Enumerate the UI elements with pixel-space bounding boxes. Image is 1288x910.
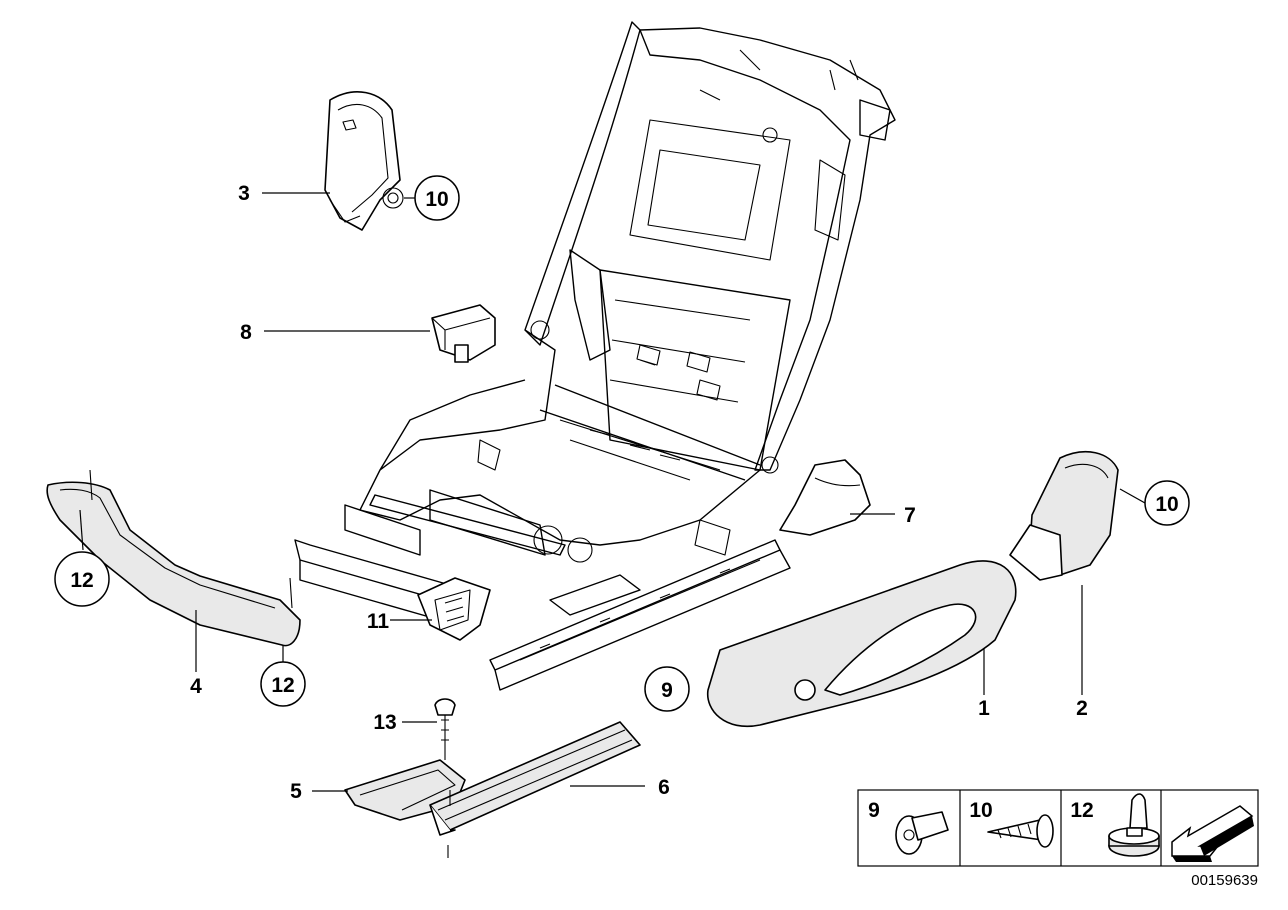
callout-4: 4 [190,675,202,698]
part-8-cover-clip [431,304,496,363]
part-13-clip [434,698,456,760]
part-6-rail-cover [429,721,641,858]
callout-12-right: 12 [271,674,294,697]
expanding-rivet-icon [1108,793,1160,857]
legend-label-9: 9 [868,799,880,822]
callout-9-circle [644,666,690,712]
screw-icon [987,814,1054,848]
callout-10-circle-right [1144,480,1190,526]
bolt-icon [895,811,949,855]
part-1-side-trim [706,560,1017,728]
legend-label-10: 10 [969,799,992,822]
diagram-code: 00159639 [1191,872,1258,889]
part-4-front-trim [46,469,301,647]
direction-arrow-icon [1171,805,1254,862]
part-2-trim-panel [1009,450,1119,581]
part-3-trim-cover [324,91,401,231]
leader-lines [79,192,1146,792]
fastener-legend: 9 10 12 [857,789,1259,867]
part-11-bracket [417,577,491,641]
callout-11: 11 [367,610,390,633]
callout-13: 13 [373,711,396,734]
callout-8: 8 [240,321,252,344]
part-10-screw-top [382,187,404,209]
callout-5: 5 [290,780,302,803]
callout-9: 9 [661,679,673,702]
callout-7: 7 [904,504,916,527]
part-7-cover [779,459,871,536]
callout-12-left: 12 [70,569,93,592]
callouts: 3 10 8 12 12 4 11 7 10 9 1 2 13 5 6 [54,175,1190,803]
seat-frame [294,21,896,691]
legend-label-12: 12 [1070,799,1093,822]
callout-6: 6 [658,776,670,799]
callout-10-circle-top [414,175,460,221]
callout-12-circle-right [260,661,306,707]
callout-3: 3 [238,182,250,205]
callout-1: 1 [978,697,990,720]
callout-10-right: 10 [1155,493,1178,516]
callout-12-circle-left [54,551,110,607]
callout-10-top: 10 [425,188,448,211]
callout-2: 2 [1076,697,1088,720]
